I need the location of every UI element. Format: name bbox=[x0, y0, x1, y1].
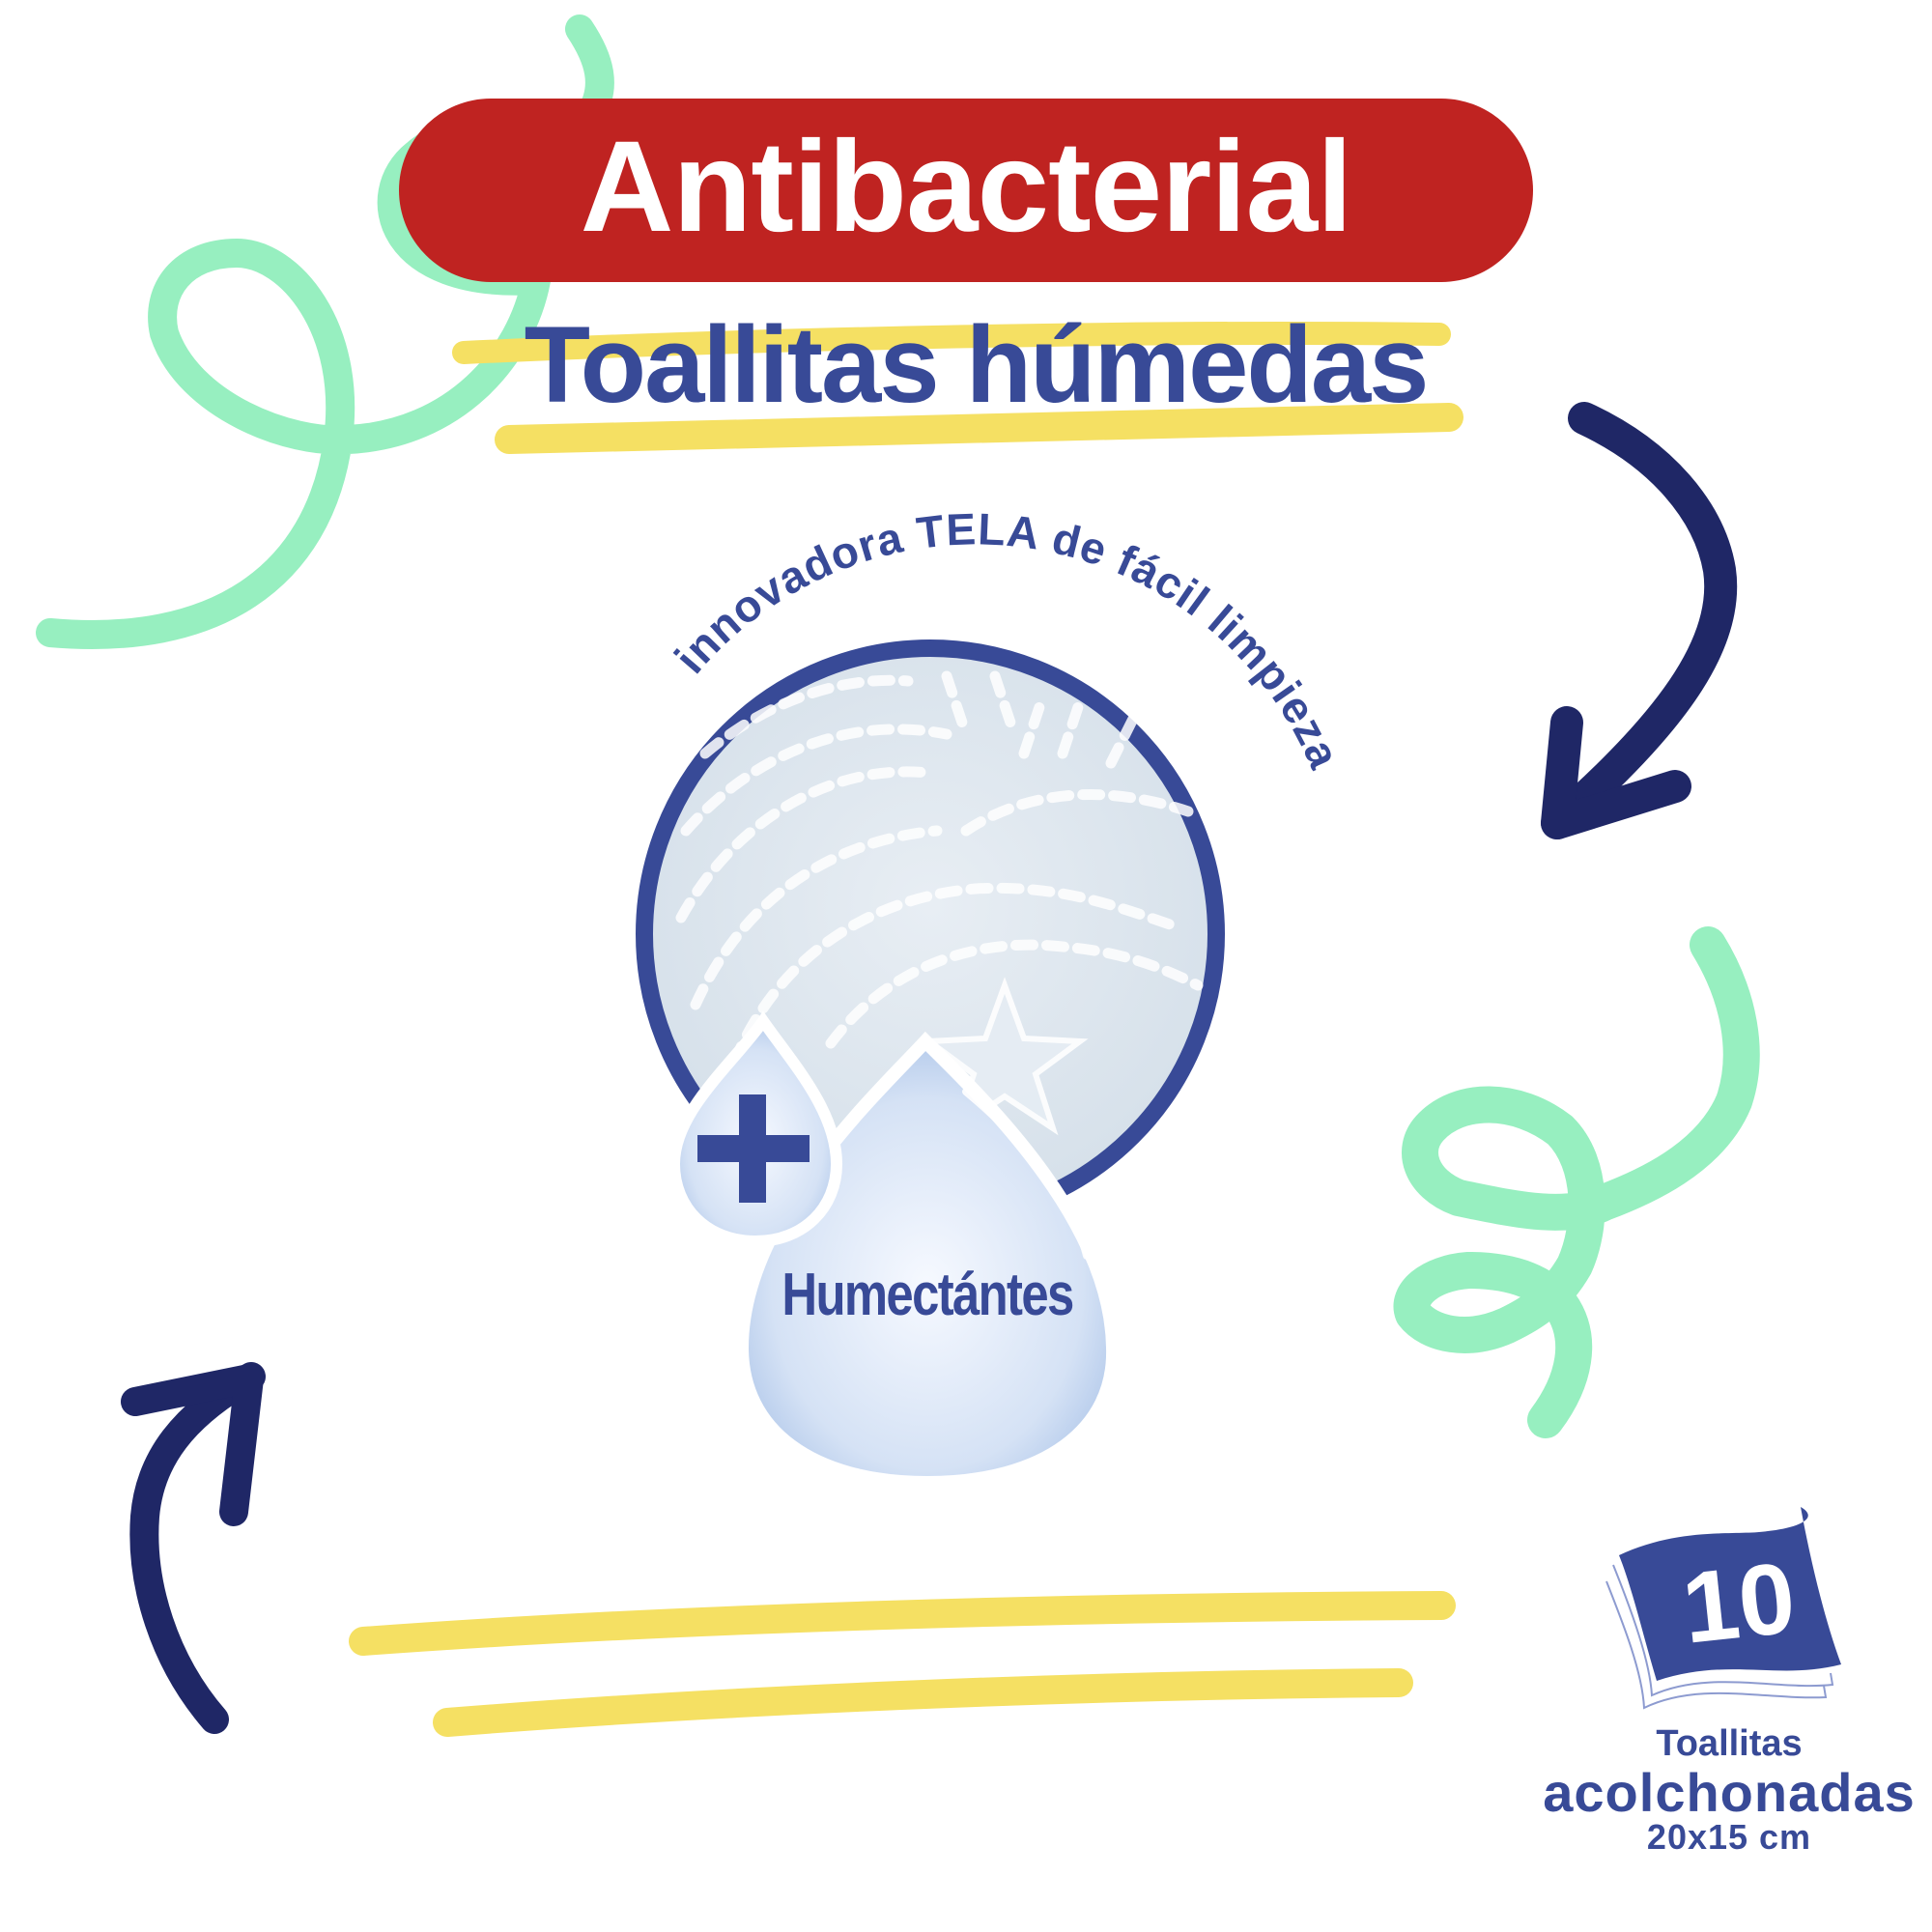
antibacterial-badge: Antibacterial bbox=[399, 99, 1533, 282]
pack-line-toallitas: Toallitas bbox=[1656, 1723, 1803, 1764]
pack-count: 10 bbox=[1677, 1542, 1801, 1665]
star-emboss-icon bbox=[921, 977, 1089, 1136]
headline-highlight-bottom bbox=[495, 403, 1463, 454]
stacked-wipes-icon bbox=[1605, 1507, 1841, 1710]
curved-arrow-down-left-icon bbox=[1541, 402, 1738, 839]
bottom-highlight-bar-1 bbox=[349, 1591, 1456, 1656]
bottom-highlight-bar-2 bbox=[433, 1668, 1413, 1737]
headline-highlight-top bbox=[452, 321, 1451, 364]
mint-squiggle-right bbox=[1393, 926, 1760, 1438]
badge-label: Antibacterial bbox=[580, 115, 1353, 259]
pack-line-acolchonadas: acolchonadas bbox=[1543, 1762, 1916, 1823]
pack-size: 20x15 cm bbox=[1646, 1817, 1812, 1857]
plus-icon bbox=[697, 1094, 810, 1203]
humectants-label: Humectántes bbox=[781, 1262, 1074, 1328]
wipe-flag bbox=[1619, 1507, 1841, 1681]
page-title: Toallitas húmedas bbox=[524, 304, 1430, 425]
curved-arrow-up-right-icon bbox=[121, 1362, 266, 1734]
